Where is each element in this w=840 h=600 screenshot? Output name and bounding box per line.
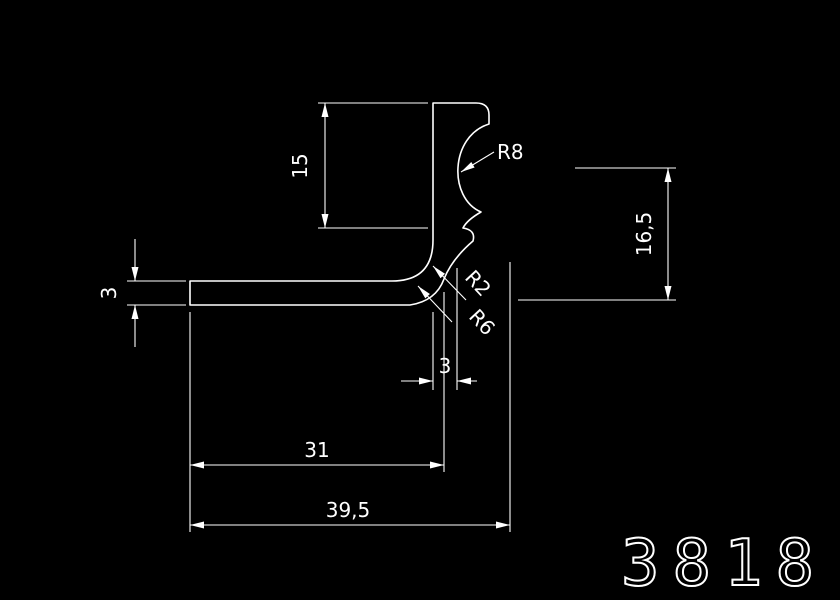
arrowhead (131, 305, 139, 319)
arrowhead (418, 286, 430, 299)
arrowhead (131, 267, 139, 281)
dimension-total-width: 39,5 (190, 262, 511, 532)
arrowhead (433, 266, 445, 279)
arrowhead (190, 461, 204, 469)
dim-flange-thickness-label: 3 (97, 287, 121, 300)
dimension-upper-height: 15 (288, 102, 428, 229)
dim-corner-radius-small-label: R2 (460, 265, 496, 301)
dim-total-width-label: 39,5 (326, 498, 371, 522)
dimension-inner-width: 31 (189, 292, 445, 532)
radius-label-r8: R8 (460, 140, 524, 173)
arrowhead (664, 286, 672, 300)
arrowhead (430, 461, 444, 469)
profile-outline (189, 102, 490, 306)
dimension-flange-thickness: 3 (97, 239, 186, 347)
dim-right-height-label: 16,5 (632, 212, 656, 257)
arrowhead (496, 521, 510, 529)
arrowhead (321, 103, 329, 117)
dimension-right-height: 16,5 (518, 167, 676, 301)
arrowhead (664, 168, 672, 182)
dim-corner-radius-large-label: R6 (464, 304, 500, 340)
radius-label-r6: R6 (417, 285, 500, 340)
dim-upper-height-label: 15 (288, 153, 312, 178)
arrowhead (461, 162, 475, 172)
arrowhead (321, 214, 329, 228)
dim-channel-radius-label: R8 (497, 140, 524, 164)
arrowhead (419, 377, 433, 385)
part-number: 3818 (621, 527, 827, 600)
dim-wall-thickness-label: 3 (439, 354, 452, 378)
dim-inner-width-label: 31 (304, 438, 329, 462)
dimension-wall-thickness: 3 (401, 268, 477, 390)
arrowhead (457, 377, 471, 385)
arrowhead (190, 521, 204, 529)
